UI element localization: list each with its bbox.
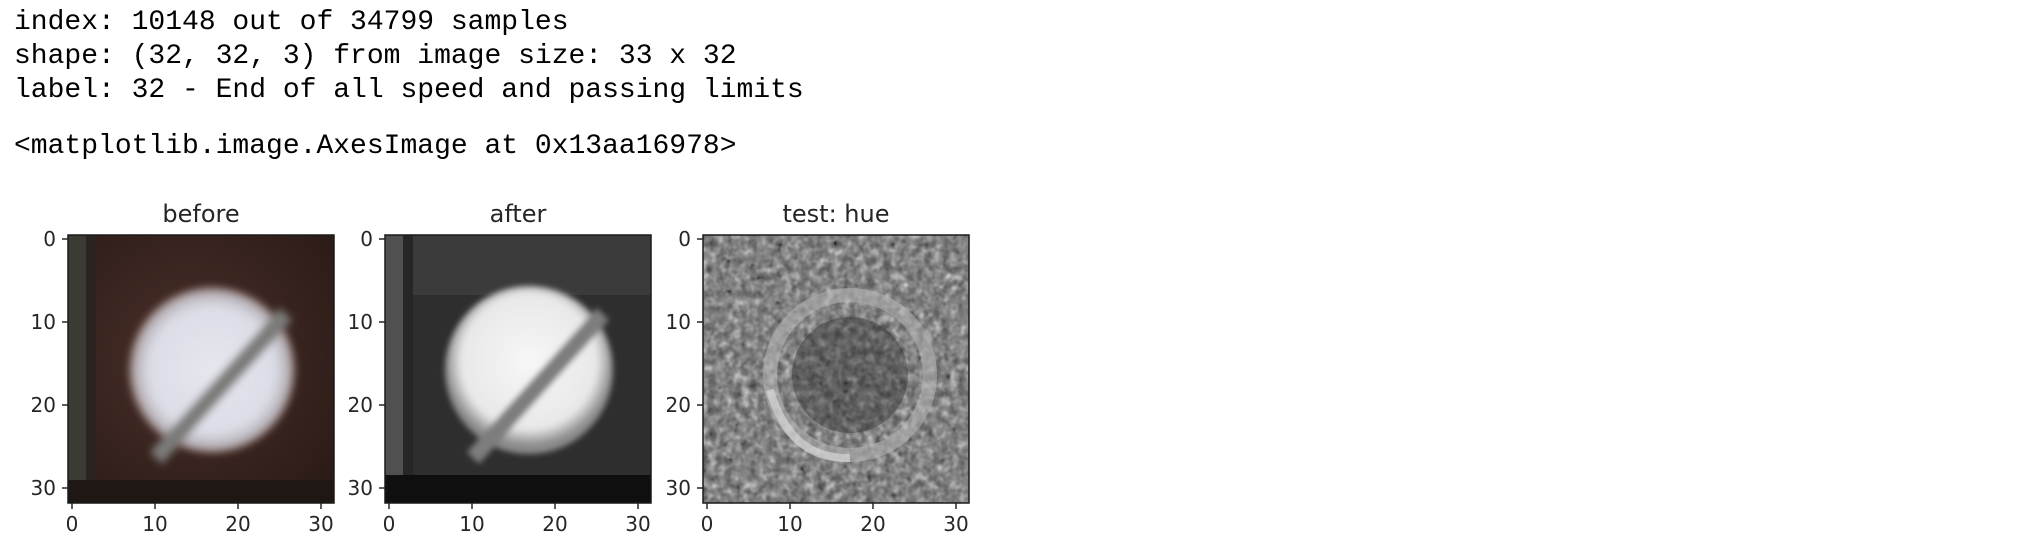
axesimage-repr: <matplotlib.image.AxesImage at 0x13aa169… — [14, 131, 737, 162]
xtick-label: 10 — [142, 512, 167, 536]
ytick-label: 0 — [360, 227, 373, 251]
xtick-label: 20 — [860, 512, 885, 536]
ytick-label: 20 — [348, 393, 373, 417]
xtick-label: 30 — [625, 512, 650, 536]
panel-after: after — [348, 200, 652, 536]
ytick-label: 10 — [348, 310, 373, 334]
panel-test-hue: test: hue 0 10 20 — [666, 200, 970, 536]
ytick-label: 30 — [666, 476, 691, 500]
output-line-label: label: 32 - End of all speed and passing… — [14, 75, 804, 106]
ytick-label: 10 — [31, 310, 56, 334]
xtick-label: 0 — [66, 512, 79, 536]
ytick-label: 30 — [31, 476, 56, 500]
ytick-label: 20 — [31, 393, 56, 417]
output-line-shape: shape: (32, 32, 3) from image size: 33 x… — [14, 41, 737, 72]
matplotlib-figure: before — [0, 190, 1000, 540]
panel-title: after — [490, 200, 547, 228]
ytick-label: 0 — [43, 227, 56, 251]
panel-title: test: hue — [783, 200, 890, 228]
ytick-label: 10 — [666, 310, 691, 334]
xtick-label: 20 — [225, 512, 250, 536]
panel-title: before — [162, 200, 239, 228]
xtick-label: 0 — [701, 512, 714, 536]
xtick-label: 10 — [459, 512, 484, 536]
panel-image — [385, 235, 651, 503]
panel-image — [703, 235, 969, 503]
panel-image — [68, 235, 334, 503]
panel-before: before — [31, 200, 335, 536]
xtick-label: 30 — [308, 512, 333, 536]
ytick-label: 30 — [348, 476, 373, 500]
ytick-label: 0 — [678, 227, 691, 251]
xtick-label: 0 — [383, 512, 396, 536]
ytick-label: 20 — [666, 393, 691, 417]
xtick-label: 10 — [777, 512, 802, 536]
xtick-label: 30 — [943, 512, 968, 536]
xtick-label: 20 — [542, 512, 567, 536]
output-line-index: index: 10148 out of 34799 samples — [14, 7, 569, 38]
